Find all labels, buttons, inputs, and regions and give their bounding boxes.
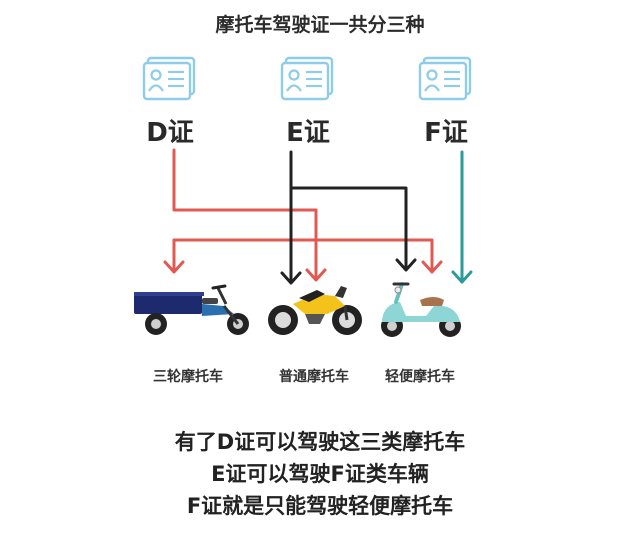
summary-line: 有了D证可以驾驶这三类摩托车 <box>174 430 466 454</box>
license-card-icon <box>418 56 472 101</box>
license-label-f: F证 <box>424 118 468 148</box>
tricycle-icon <box>134 284 249 335</box>
motorcycle-icon <box>268 286 362 335</box>
summary-line: E证可以驾驶F证类车辆 <box>211 462 429 486</box>
vehicle-label-tricycle: 三轮摩托车 <box>153 369 223 385</box>
license-card-icon <box>142 56 196 101</box>
license-card-icon <box>280 56 334 101</box>
vehicle-label-moped: 轻便摩托车 <box>385 369 455 385</box>
d-arrow-to-ordinary <box>172 148 318 280</box>
summary-line: F证就是只能驾驶轻便摩托车 <box>186 494 454 518</box>
scooter-icon <box>381 282 461 337</box>
arrowhead <box>451 270 473 284</box>
arrowhead <box>280 271 302 285</box>
vehicle-label-ordinary: 普通摩托车 <box>279 369 349 385</box>
license-label-d: D证 <box>146 118 194 148</box>
arrowhead <box>421 260 443 274</box>
e-arrow-to-moped <box>289 186 408 270</box>
page-title: 摩托车驾驶证一共分三种 <box>215 14 425 36</box>
arrowhead <box>395 258 417 272</box>
e-license-arrows <box>280 150 417 285</box>
license-label-e: E证 <box>286 118 330 148</box>
arrowhead <box>163 260 185 274</box>
arrowhead <box>305 268 327 282</box>
d-license-arrows <box>163 148 443 282</box>
f-license-arrows <box>451 150 473 284</box>
